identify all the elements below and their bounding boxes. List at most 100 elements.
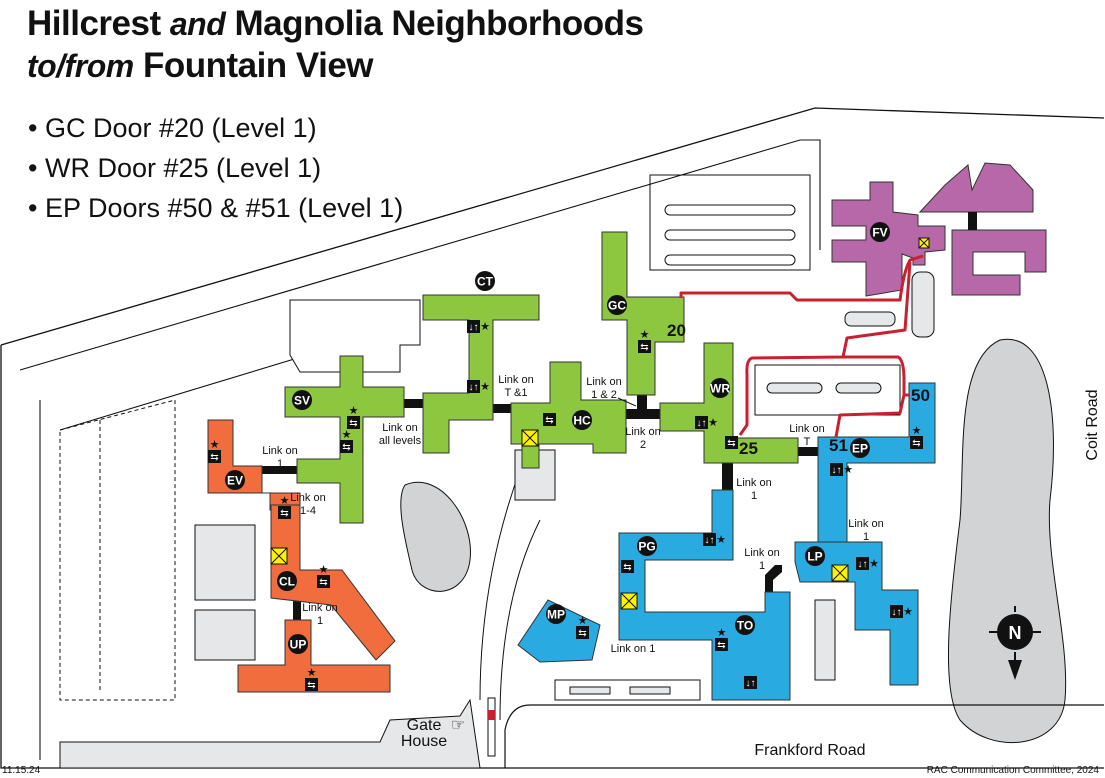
link-ct-hc <box>492 404 512 413</box>
parking-center <box>754 364 901 416</box>
building-badge-sv[interactable]: SV <box>292 390 312 410</box>
svg-text:2: 2 <box>640 439 646 451</box>
link-label-wr-pg: Link on1 <box>736 477 771 502</box>
link-pg-lp <box>765 565 782 595</box>
svg-text:Gate: Gate <box>407 717 442 734</box>
svg-text:1: 1 <box>751 490 757 502</box>
stairs-icon: ↓↑ <box>744 676 757 689</box>
road-label-frankford: Frankford Road <box>754 742 865 759</box>
fv-elevator-icon <box>918 237 930 249</box>
hidden-building-outline <box>59 399 176 701</box>
footer-date: 11.15.24 <box>2 765 41 776</box>
link-label-hc-wr: Link on2 <box>625 426 660 451</box>
building-badge-ct[interactable]: CT <box>475 271 495 291</box>
building-sv[interactable] <box>284 355 405 524</box>
building-label: PG <box>638 540 655 554</box>
building-badge-cl[interactable]: CL <box>277 571 297 591</box>
link-fv <box>968 212 977 230</box>
elevator-icon <box>270 547 288 565</box>
title-fountain-view: Fountain View <box>142 46 374 85</box>
building-label: HC <box>573 414 591 428</box>
building-fv[interactable] <box>831 181 946 297</box>
stairs-icon: ↓↑ <box>695 416 708 429</box>
svg-text:⇆: ⇆ <box>717 640 725 651</box>
building-badge-gc[interactable]: GC <box>607 295 627 315</box>
svg-text:Link on: Link on <box>262 445 297 457</box>
building-label: GC <box>608 299 626 313</box>
link-cl-up <box>293 597 301 622</box>
svg-text:↓↑: ↓↑ <box>705 535 715 546</box>
building-hc[interactable] <box>510 361 627 469</box>
svg-text:↓↑: ↓↑ <box>746 678 756 689</box>
building-badge-mp[interactable]: MP <box>546 604 566 624</box>
svg-text:⇆: ⇆ <box>319 577 327 588</box>
building-badge-fv[interactable]: FV <box>870 222 890 242</box>
link-wr-pg <box>722 462 733 492</box>
link-label-cl-up: Link on1 <box>302 602 337 627</box>
star-icon: ★ <box>280 495 290 507</box>
svg-text:Link on: Link on <box>736 477 771 489</box>
building-badge-ep[interactable]: EP <box>850 438 870 458</box>
building-up[interactable] <box>237 619 391 693</box>
destination-item: GC Door #20 (Level 1) <box>28 108 403 148</box>
building-badge-up[interactable]: UP <box>288 634 308 654</box>
route-gc-20 <box>679 254 924 302</box>
ramp-icon: ⇆ <box>621 560 634 573</box>
svg-text:all levels: all levels <box>379 435 422 447</box>
building-badge-wr[interactable]: WR <box>710 378 730 398</box>
ramp-icon: ⇆ <box>715 638 728 651</box>
parking-island <box>844 311 896 327</box>
svg-text:Link on: Link on <box>789 423 824 435</box>
svg-text:↓↑: ↓↑ <box>858 559 868 570</box>
building-cl[interactable] <box>270 504 396 661</box>
svg-text:⇆: ⇆ <box>280 508 288 519</box>
link-sv-ct <box>403 399 425 408</box>
building-badge-pg[interactable]: PG <box>637 536 657 556</box>
svg-text:Link on: Link on <box>382 422 417 434</box>
ramp-icon: ⇆ <box>278 506 291 519</box>
ramp-icon: ⇆ <box>347 416 360 429</box>
campus-boundary <box>0 107 1105 769</box>
building-mp[interactable] <box>517 599 601 663</box>
building-label: LP <box>807 550 822 564</box>
building-label: MP <box>547 608 565 622</box>
building-badge-ev[interactable]: EV <box>225 470 245 490</box>
svg-text:⇆: ⇆ <box>349 418 357 429</box>
svg-text:⇆: ⇆ <box>640 342 648 353</box>
title-hillcrest: Hillcrest <box>27 4 161 43</box>
building-badge-to[interactable]: TO <box>735 615 755 635</box>
star-icon: ★ <box>480 381 490 393</box>
building-badge-lp[interactable]: LP <box>805 546 825 566</box>
parking-lot-north <box>649 174 811 271</box>
parking-island <box>569 686 611 695</box>
svg-text:1: 1 <box>759 560 765 572</box>
ramp-icon: ⇆ <box>340 440 353 453</box>
building-label: SV <box>294 394 310 408</box>
building-gc[interactable] <box>601 231 685 396</box>
frankford-road-edge <box>504 704 1104 768</box>
building-badge-hc[interactable]: HC <box>572 410 592 430</box>
star-icon: ★ <box>869 558 879 570</box>
star-icon: ★ <box>843 464 853 476</box>
svg-text:N: N <box>1009 623 1022 643</box>
building-lp[interactable] <box>794 541 919 686</box>
star-icon: ★ <box>578 615 588 627</box>
star-icon: ★ <box>717 627 727 639</box>
building-pg-to[interactable] <box>618 489 791 701</box>
svg-text:Link on: Link on <box>744 547 779 559</box>
star-icon: ★ <box>708 417 718 429</box>
building-wr[interactable] <box>659 342 799 464</box>
star-icon: ★ <box>480 321 490 333</box>
gate-house-area <box>59 698 481 769</box>
svg-text:⇆: ⇆ <box>210 452 218 463</box>
link-label-ev-cl: Link on1-4 <box>290 492 325 517</box>
title-tofrom: to/from <box>27 48 134 84</box>
stairs-icon: ↓↑ <box>890 605 903 618</box>
building-fv-east[interactable] <box>918 162 1047 296</box>
svg-text:↓↑: ↓↑ <box>832 465 842 476</box>
lp-courtyard-island <box>814 599 836 681</box>
link-corridors <box>262 393 819 622</box>
svg-text:↓↑: ↓↑ <box>469 382 479 393</box>
stairs-icon: ↓↑ <box>856 557 869 570</box>
door-number-20: 20 <box>667 321 686 340</box>
